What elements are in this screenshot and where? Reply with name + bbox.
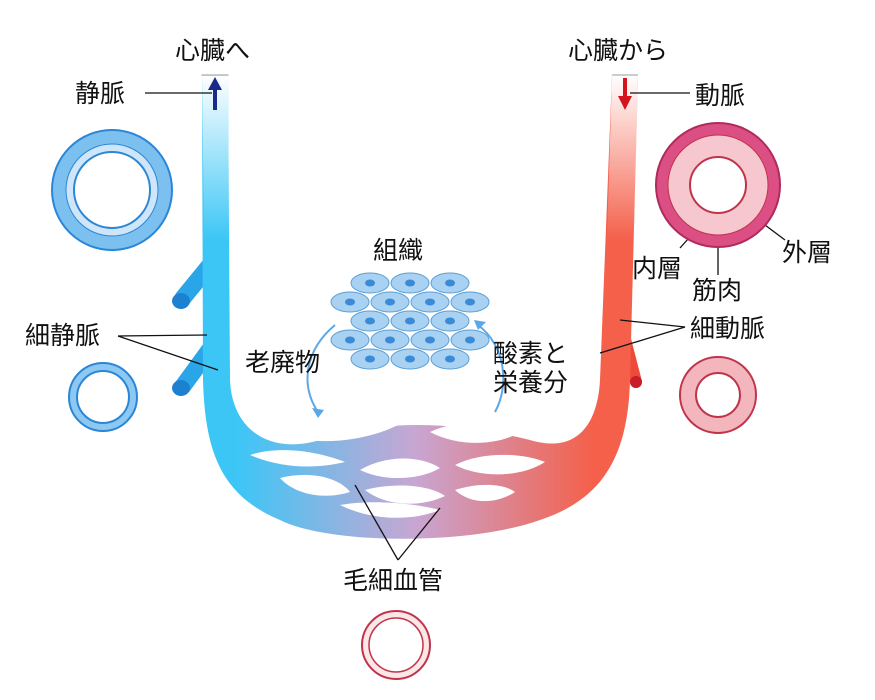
cell-nucleus [385, 298, 395, 306]
vein-cross-section [51, 129, 173, 251]
cell-nucleus [365, 355, 375, 363]
tissue-label: 組織 [373, 236, 424, 265]
cell-nucleus [445, 279, 455, 287]
arrow-down-icon [618, 78, 632, 110]
cell-nucleus [465, 298, 475, 306]
muscle-label: 筋肉 [692, 276, 743, 305]
venule-label: 細静脈 [25, 321, 101, 350]
capillary-label: 毛細血管 [343, 566, 444, 595]
cell-nucleus [365, 317, 375, 325]
cell-nucleus [365, 279, 375, 287]
vessel-loop [202, 75, 638, 539]
cell-nucleus [345, 298, 355, 306]
cell-nucleus [405, 355, 415, 363]
cell-nucleus [445, 317, 455, 325]
cell-nucleus [385, 336, 395, 344]
leader-lines [117, 92, 786, 561]
outer-layer-label: 外層 [782, 238, 833, 267]
oxygen-label: 酸素と [493, 339, 569, 368]
venule-cross-section [68, 362, 138, 432]
to-heart-label: 心臓へ [175, 36, 251, 65]
cell-nucleus [405, 279, 415, 287]
artery-label: 動脈 [695, 81, 746, 110]
arteriole-cross-section [679, 356, 757, 434]
waste-arrow-icon [306, 324, 336, 413]
nutrients-label: 栄養分 [493, 368, 569, 397]
vein-label: 静脈 [75, 79, 126, 108]
cell-nucleus [445, 355, 455, 363]
capillary-cross-section [361, 610, 431, 680]
cell-nucleus [425, 336, 435, 344]
cell-nucleus [425, 298, 435, 306]
arteriole-label: 細動脈 [690, 314, 766, 343]
oxygen-arrow-icon [477, 324, 505, 413]
arrow-up-icon [208, 77, 222, 110]
cell-nucleus [465, 336, 475, 344]
tissue-cells [330, 272, 490, 370]
waste-label: 老廃物 [245, 348, 321, 377]
inner-layer-label: 内層 [632, 254, 683, 283]
artery-cross-section [655, 122, 781, 248]
cell-nucleus [345, 336, 355, 344]
capillary-network [250, 418, 545, 518]
cell-nucleus [405, 317, 415, 325]
from-heart-label: 心臓から [568, 36, 669, 65]
